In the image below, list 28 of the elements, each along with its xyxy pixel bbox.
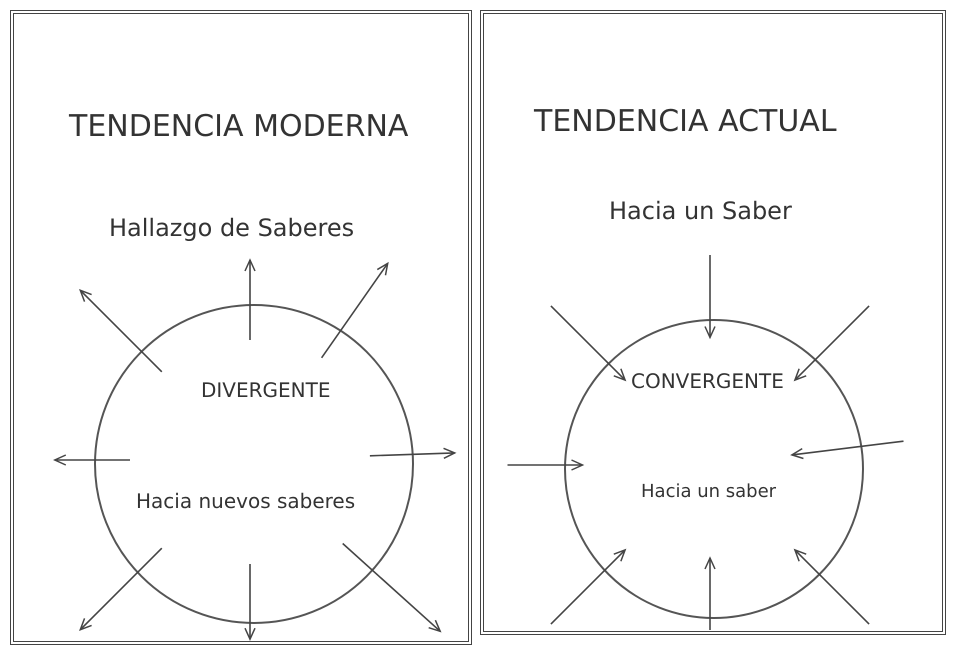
circle [564,319,864,619]
arrow [794,549,870,625]
arrow [704,255,716,338]
arrow [550,305,626,381]
panel-heading: TENDENCIA MODERNA [69,109,408,144]
circle-label: DIVERGENTE [201,378,330,402]
arrow [54,454,130,466]
circle-caption: Hacia un saber [641,481,776,502]
subheading: Hacia un Saber [609,197,792,225]
arrow [704,557,716,630]
arrow [550,549,626,625]
arrow [794,305,870,381]
arrow [370,448,456,460]
subheading: Hallazgo de Saberes [109,214,354,242]
circle [94,304,414,624]
circle-label: CONVERGENTE [631,369,784,393]
arrow [80,548,162,630]
circle-caption: Hacia nuevos saberes [136,489,356,513]
panel-frame [480,10,946,635]
arrow [342,542,441,632]
arrow [320,262,388,358]
panel-heading: TENDENCIA ACTUAL [534,104,837,139]
arrow [244,564,256,640]
arrow [791,440,904,460]
panel-frame [10,10,472,645]
arrow [244,259,256,340]
arrow [508,459,584,471]
arrow [80,290,162,372]
